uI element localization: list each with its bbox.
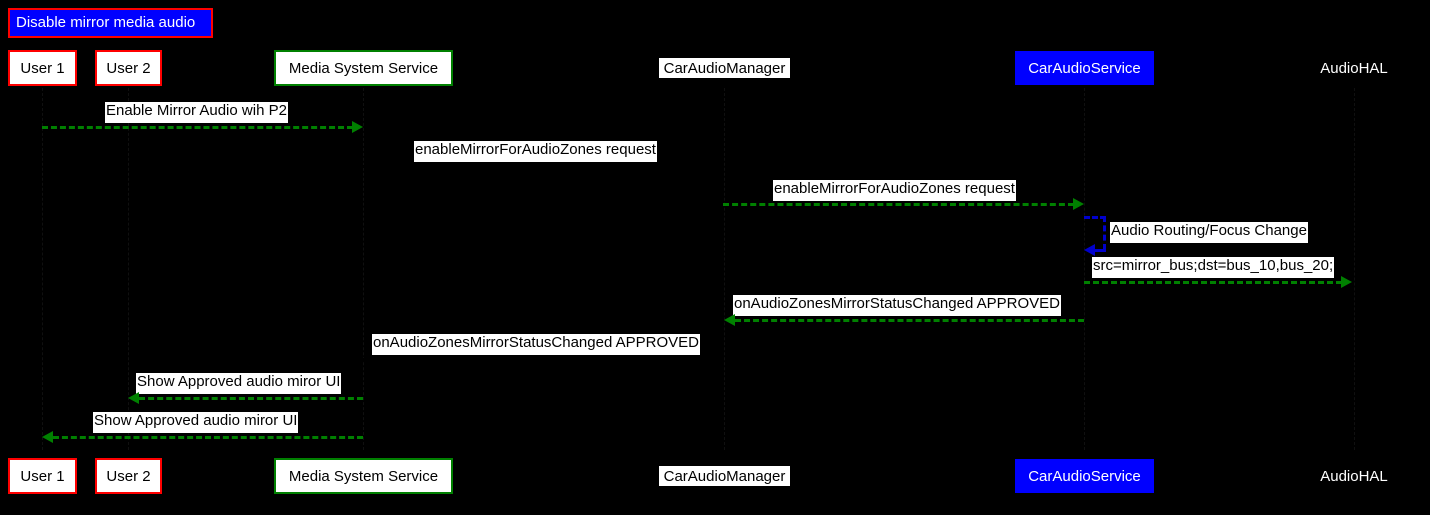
message-arrowhead-on-audio-zones-mirror-status-changed-approved-1 [724,314,735,326]
lifeline-user1 [42,88,44,450]
message-line-on-audio-zones-mirror-status-changed-approved-1 [735,319,1084,322]
message-line-enable-mirror-audio-wih-p2 [42,126,353,129]
selfloop-arrowhead-audio-routing-focus-change [1084,244,1095,256]
participant-user1-top[interactable]: User 1 [8,50,77,86]
message-arrowhead-show-approved-audio-miror-ui-1 [128,392,139,404]
message-label-enable-mirror-for-audio-zones-request-2: enableMirrorForAudioZones request [773,180,1016,201]
participant-user2-bottom[interactable]: User 2 [95,458,162,494]
message-line-show-approved-audio-miror-ui-1 [139,397,363,400]
message-label-show-approved-audio-miror-ui-1: Show Approved audio miror UI [136,373,342,394]
participant-car-audio-manager-top[interactable]: CarAudioManager [659,58,790,78]
selfloop-side-segment-audio-routing-focus-change [1103,216,1106,250]
message-line-enable-mirror-for-audio-zones-request-1 [363,165,724,168]
lifeline-user2 [128,88,130,450]
participant-car-audio-service-bottom[interactable]: CarAudioService [1015,459,1154,493]
message-label-audio-routing-focus-change: Audio Routing/Focus Change [1110,222,1308,243]
lifeline-car-audio-manager [724,88,726,450]
message-label-src-mirror-bus: src=mirror_bus;dst=bus_10,bus_20; [1092,257,1335,278]
message-label-show-approved-audio-miror-ui-2: Show Approved audio miror UI [93,412,299,433]
lifeline-car-audio-service [1084,88,1086,450]
participant-user2-top[interactable]: User 2 [95,50,162,86]
selfloop-bottom-segment-audio-routing-focus-change [1095,249,1106,252]
message-arrowhead-enable-mirror-for-audio-zones-request-2 [1073,198,1084,210]
message-label-enable-mirror-for-audio-zones-request-1: enableMirrorForAudioZones request [414,141,657,162]
message-label-on-audio-zones-mirror-status-changed-approved-1: onAudioZonesMirrorStatusChanged APPROVED [733,295,1062,316]
participant-car-audio-service-top[interactable]: CarAudioService [1015,51,1154,85]
diagram-title: Disable mirror media audio [8,8,213,38]
participant-audio-hal-bottom: AudioHAL [1320,467,1388,485]
message-arrowhead-src-mirror-bus [1341,276,1352,288]
participant-audio-hal-top: AudioHAL [1320,59,1388,77]
message-line-src-mirror-bus [1084,281,1342,284]
selfloop-top-segment-audio-routing-focus-change [1084,216,1106,219]
participant-user1-bottom[interactable]: User 1 [8,458,77,494]
lifeline-audio-hal [1354,88,1356,450]
message-label-enable-mirror-audio-wih-p2: Enable Mirror Audio wih P2 [105,102,288,123]
participant-car-audio-manager-bottom[interactable]: CarAudioManager [659,466,790,486]
message-line-on-audio-zones-mirror-status-changed-approved-2 [363,358,724,361]
participant-media-system-service-bottom[interactable]: Media System Service [274,458,453,494]
message-line-show-approved-audio-miror-ui-2 [53,436,363,439]
message-label-on-audio-zones-mirror-status-changed-approved-2: onAudioZonesMirrorStatusChanged APPROVED [372,334,701,355]
participant-media-system-service-top[interactable]: Media System Service [274,50,453,86]
message-line-enable-mirror-for-audio-zones-request-2 [723,203,1074,206]
lifeline-media-system-service [363,88,365,450]
message-arrowhead-show-approved-audio-miror-ui-2 [42,431,53,443]
message-arrowhead-enable-mirror-audio-wih-p2 [352,121,363,133]
